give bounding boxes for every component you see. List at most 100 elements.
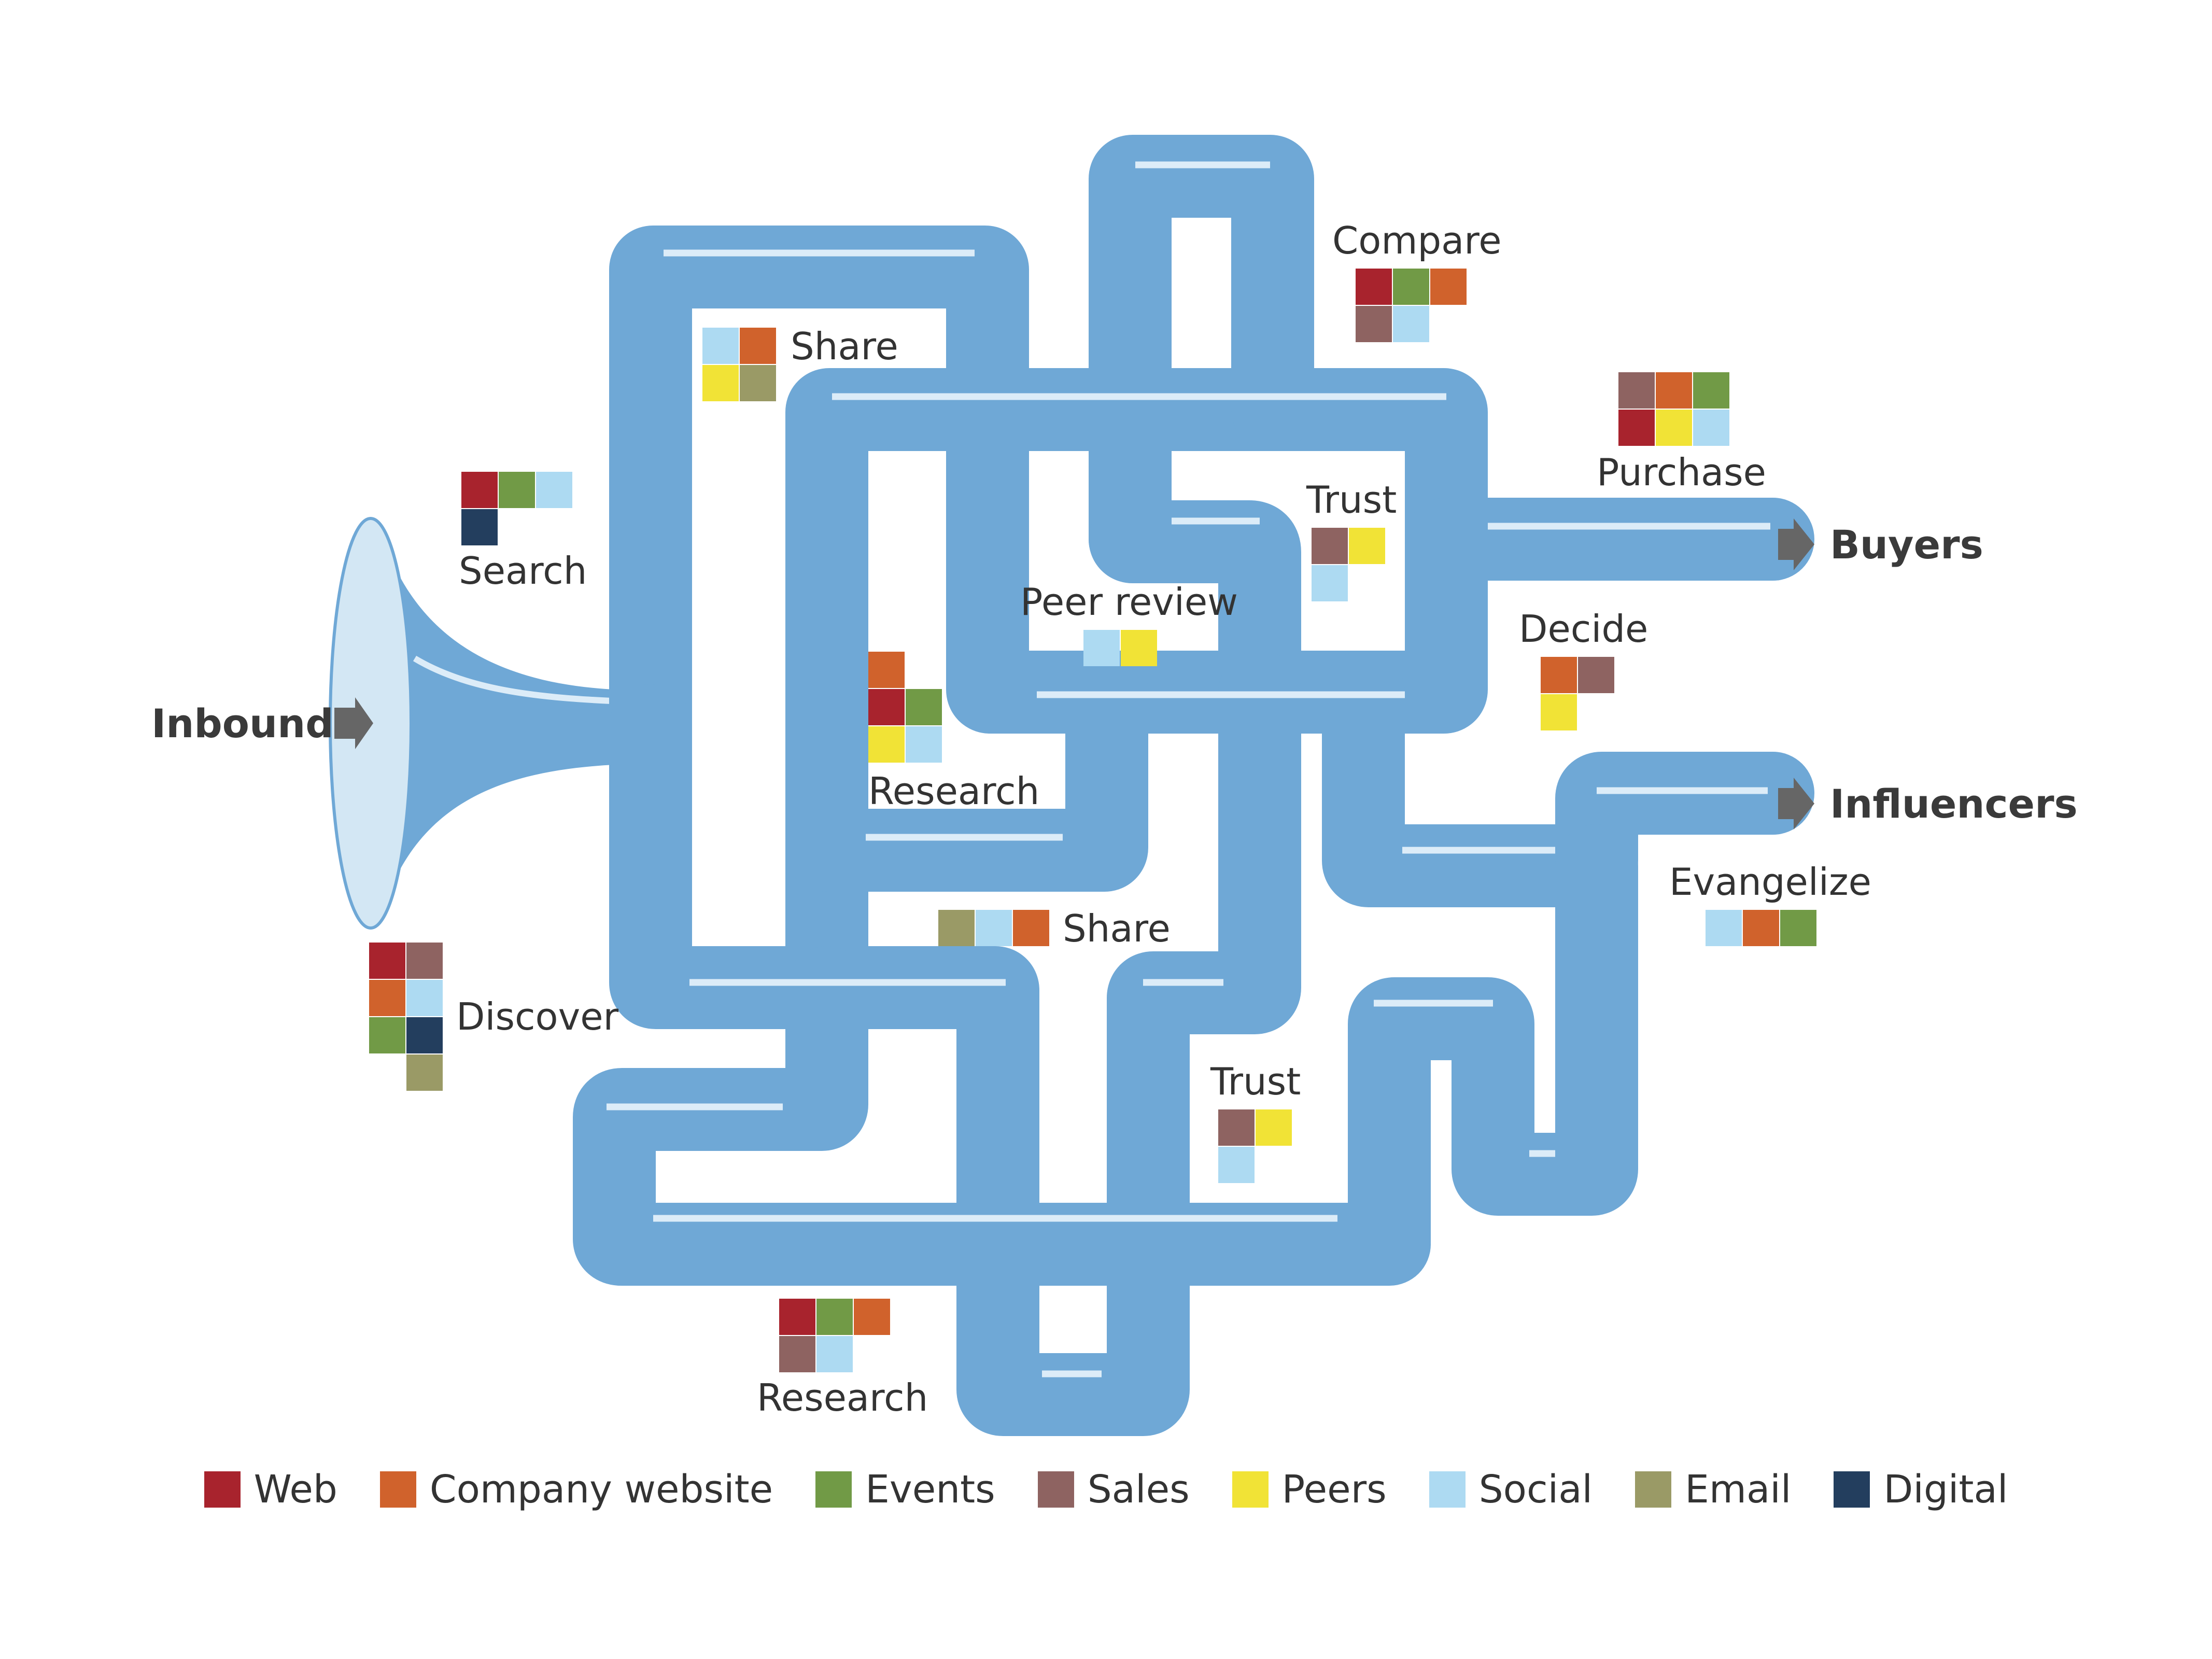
channel-chip-social (1218, 1147, 1255, 1183)
legend-item-company-website: Company website (379, 1467, 773, 1512)
pipe-middle-down (956, 651, 1301, 1436)
channel-chip-events (1693, 372, 1729, 409)
channel-chip-sales (1578, 657, 1614, 693)
legend-label: Web (253, 1467, 337, 1512)
channel-chip-social (816, 1336, 853, 1372)
channel-chip-social (1693, 410, 1729, 446)
channel-legend: Web Company website Events Sales Peers S… (0, 1467, 2212, 1512)
legend-label: Social (1478, 1467, 1593, 1512)
legend-item-email: Email (1635, 1467, 1791, 1512)
channel-chip-events (906, 689, 942, 725)
channel-chip-social (702, 328, 739, 364)
legend-item-events: Events (815, 1467, 995, 1512)
channel-chip-social (1393, 306, 1429, 342)
channel-chip-peers (868, 726, 905, 763)
channel-chip-company-website (1743, 910, 1779, 946)
channel-chip-company-website (854, 1299, 890, 1335)
channel-chip-social (1312, 565, 1348, 601)
stage-label-trust-bottom: Trust (1210, 1060, 1301, 1103)
influencers-label: Influencers (1830, 781, 2078, 827)
channel-chip-sales (779, 1336, 815, 1372)
legend-item-social: Social (1429, 1467, 1593, 1512)
legend-swatch (379, 1471, 416, 1508)
channel-chip-sales (1356, 306, 1392, 342)
legend-swatch (1232, 1471, 1269, 1508)
legend-item-digital: Digital (1834, 1467, 2008, 1512)
channel-chip-email (740, 365, 776, 401)
channel-chip-events (499, 472, 535, 508)
stage-label-trust-top: Trust (1306, 478, 1397, 522)
channel-chip-social (1083, 630, 1120, 666)
legend-item-peers: Peers (1232, 1467, 1387, 1512)
channel-chip-social (536, 472, 572, 508)
channel-chip-sales (1218, 1109, 1255, 1146)
channel-chip-sales (1312, 528, 1348, 564)
stage-label-compare: Compare (1332, 219, 1502, 262)
channel-chip-peers (1656, 410, 1692, 446)
channel-chip-company-website (369, 980, 405, 1016)
channel-chip-events (816, 1299, 853, 1335)
pipe-highlights (607, 161, 1770, 1377)
legend-swatch (204, 1471, 241, 1508)
buyers-label: Buyers (1830, 522, 1983, 568)
channel-chip-web (868, 689, 905, 725)
channel-chip-sales (406, 943, 443, 979)
channel-chip-peers (1541, 694, 1577, 730)
channel-chip-email (406, 1055, 443, 1091)
channel-chip-events (369, 1017, 405, 1053)
channel-chip-web (461, 472, 498, 508)
legend-label: Digital (1883, 1467, 2008, 1512)
pipe-tower-hook (1089, 498, 1301, 734)
stage-label-share-top: Share (791, 325, 898, 368)
legend-label: Events (865, 1467, 995, 1512)
channel-chip-email (938, 910, 975, 946)
arrows (334, 518, 1814, 830)
channel-chip-peers (1349, 528, 1385, 564)
inbound-arrow-icon (334, 697, 373, 749)
legend-label: Peers (1281, 1467, 1387, 1512)
channel-chip-web (369, 943, 405, 979)
stage-label-evangelize: Evangelize (1669, 860, 1871, 904)
legend-swatch (1037, 1471, 1074, 1508)
legend-item-web: Web (204, 1467, 337, 1512)
stage-label-discover: Discover (456, 995, 619, 1038)
channel-chip-digital (406, 1017, 443, 1053)
horn-highlight (413, 655, 612, 704)
channel-chip-web (1356, 269, 1392, 305)
stage-label-decide: Decide (1519, 607, 1649, 651)
channel-chip-social (976, 910, 1012, 946)
channel-chip-web (779, 1299, 815, 1335)
channel-chip-social (1706, 910, 1742, 946)
channel-chip-company-website (1541, 657, 1577, 693)
stage-label-search: Search (459, 549, 587, 593)
pipe-influencers-down (1348, 824, 1638, 1283)
channel-chip-web (1618, 410, 1655, 446)
channel-chip-peers (1256, 1109, 1292, 1146)
stage-label-research-bottom: Research (757, 1376, 928, 1419)
channel-chip-company-website (1656, 372, 1692, 409)
stage-label-peer-review: Peer review (1020, 580, 1238, 624)
pipe-top-tower (1089, 135, 1314, 581)
buyers-arrow-icon (1778, 518, 1814, 570)
inbound-label: Inbound (151, 700, 334, 747)
horn-body (394, 565, 614, 881)
legend-swatch (1834, 1471, 1870, 1508)
channel-chip-events (1393, 269, 1429, 305)
channel-chip-sales (1618, 372, 1655, 409)
pipe-research-loop (785, 651, 1148, 892)
channel-chip-company-website (1013, 910, 1049, 946)
influencers-arrow-icon (1778, 778, 1814, 830)
legend-label: Company website (429, 1467, 773, 1512)
legend-item-sales: Sales (1037, 1467, 1190, 1512)
channel-chip-company-website (740, 328, 776, 364)
channel-chip-social (406, 980, 443, 1016)
legend-label: Sales (1087, 1467, 1190, 1512)
legend-label: Email (1685, 1467, 1792, 1512)
channel-chip-events (1780, 910, 1816, 946)
channel-chip-company-website (1430, 269, 1467, 305)
channel-chip-company-website (868, 652, 905, 688)
pipe-bottom-loop (573, 946, 1431, 1286)
legend-swatch (1429, 1471, 1466, 1508)
pipe-outer-left-loop (609, 226, 1029, 767)
